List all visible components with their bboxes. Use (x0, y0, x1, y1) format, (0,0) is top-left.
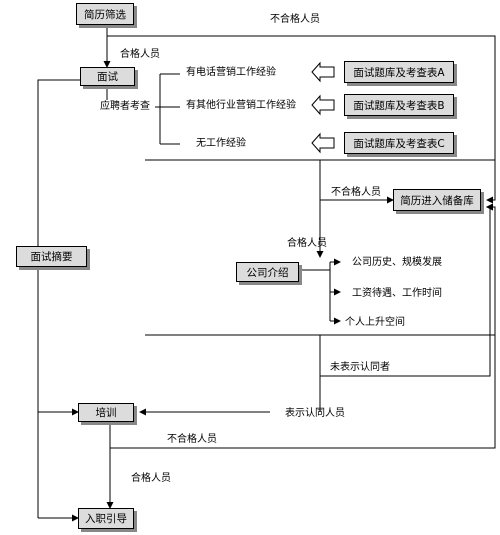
label-company-history: 公司历史、规模发展 (352, 257, 442, 268)
company-intro-box: 公司介绍 (236, 262, 299, 282)
interview-box: 面试 (80, 67, 135, 86)
label-personal-growth: 个人上升空间 (345, 317, 405, 328)
label-no-work-exp: 无工作经验 (196, 138, 246, 149)
interview-summary-box: 面试摘要 (16, 246, 87, 267)
onboarding-box: 入职引导 (78, 508, 134, 529)
question-bank-c-box: 面试题库及考查表C (344, 132, 454, 154)
resume-screening-box: 简历筛选 (76, 3, 134, 25)
label-salary-hours: 工资待遇、工作时间 (352, 288, 442, 299)
label-agree: 表示认同人员 (285, 408, 345, 419)
label-unqualified-mid: 不合格人员 (331, 187, 381, 198)
hollow-arrow-c (311, 132, 335, 154)
label-not-agree: 未表示认同者 (330, 362, 390, 373)
question-bank-b-box: 面试题库及考查表B (344, 94, 454, 116)
label-applicant-review: 应聘者考查 (100, 101, 150, 112)
label-unqualified-bottom: 不合格人员 (167, 434, 217, 445)
label-qualified-2: 合格人员 (287, 238, 327, 249)
resume-reserve-box: 简历进入储备库 (393, 189, 481, 211)
training-box: 培训 (78, 403, 134, 422)
label-phone-sales-exp: 有电话营销工作经验 (186, 67, 276, 78)
label-unqualified-top: 不合格人员 (270, 14, 320, 25)
label-qualified-1: 合格人员 (120, 49, 160, 60)
edge-unqualified-top (107, 35, 496, 204)
label-qualified-3: 合格人员 (131, 473, 171, 484)
label-other-sales-exp: 有其他行业营销工作经验 (186, 100, 296, 111)
hollow-arrow-a (311, 61, 335, 83)
question-bank-a-box: 面试题库及考查表A (344, 61, 454, 83)
hollow-arrow-b (311, 94, 335, 116)
summary-spine (37, 79, 80, 518)
edge-unqualified-bottom (109, 203, 496, 449)
